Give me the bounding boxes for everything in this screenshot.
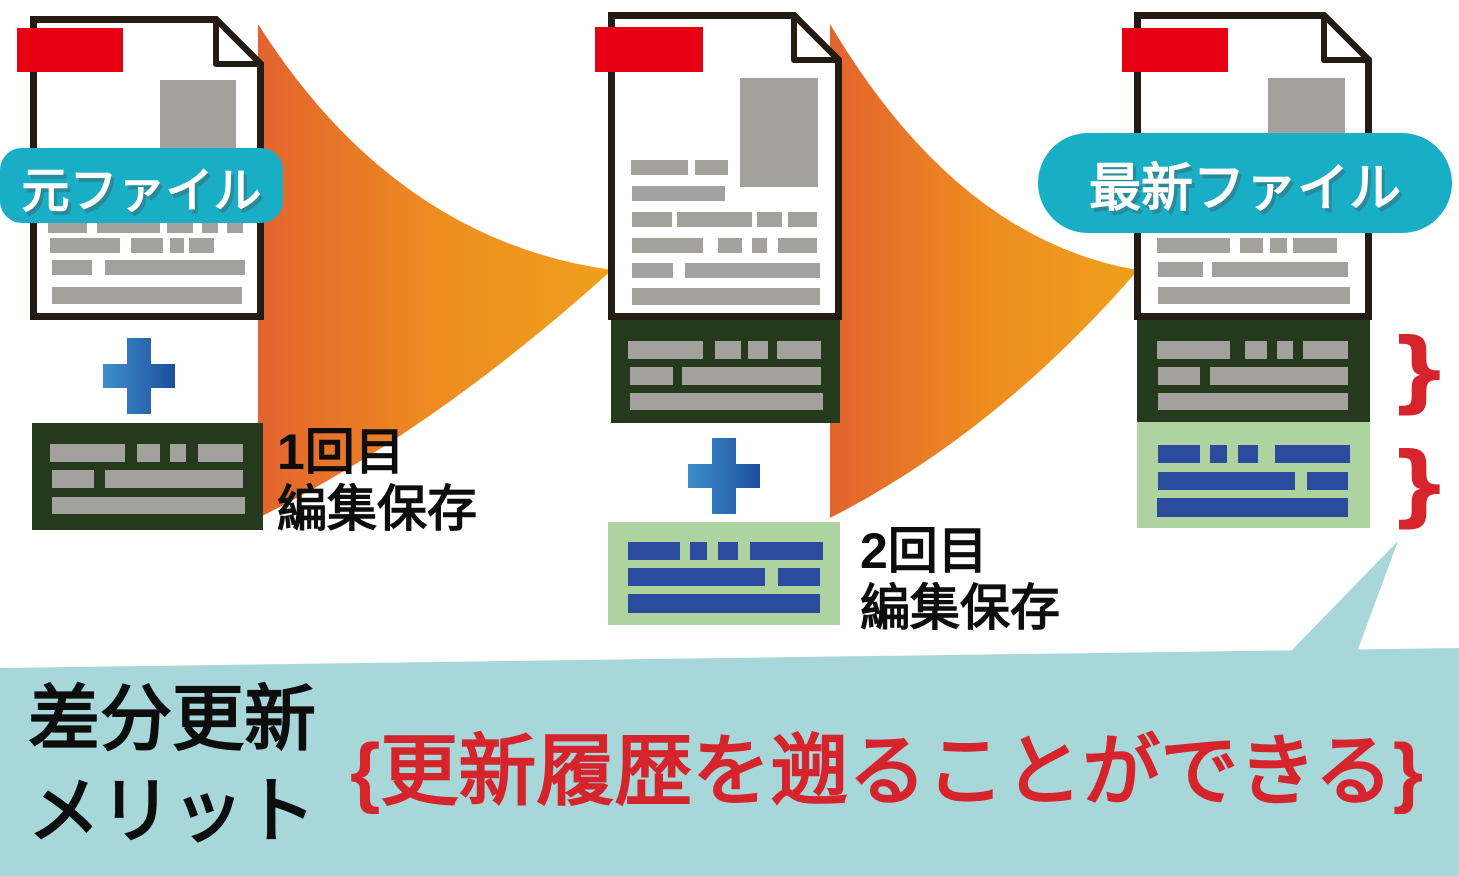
text-line-bar <box>50 238 120 253</box>
original-file-label-text: 元ファイル <box>21 164 262 218</box>
text-line-bar <box>750 542 823 560</box>
brace-icon: } <box>1388 319 1451 422</box>
text-line-bar <box>788 212 817 227</box>
text-line-bar <box>1275 445 1350 463</box>
latest-file-label-text: 最新ファイル <box>1088 159 1401 218</box>
folded-corner-icon <box>1321 12 1372 63</box>
text-line-bar <box>748 341 768 359</box>
text-line-bar <box>131 238 163 253</box>
text-line-bar <box>632 186 725 201</box>
text-line-bar <box>695 160 728 175</box>
text-line-bar <box>105 260 245 275</box>
flow-arrow-icon-1 <box>258 24 612 518</box>
text-line-bar <box>52 287 242 304</box>
text-line-bar <box>690 542 707 560</box>
text-line-bar <box>1158 262 1203 277</box>
text-line-bar <box>715 341 741 359</box>
text-line-bar <box>1303 341 1348 359</box>
text-line-bar <box>1157 341 1230 359</box>
text-line-bar <box>757 212 782 227</box>
text-line-bar <box>52 260 92 275</box>
text-line-bar <box>778 568 820 586</box>
text-line-bar <box>685 263 820 278</box>
text-line-bar <box>677 212 752 227</box>
text-line-bar <box>777 341 821 359</box>
callout-tail <box>1290 541 1398 652</box>
text-line-bar <box>52 497 245 514</box>
plus-icon <box>103 338 175 414</box>
text-line-bar <box>1277 341 1293 359</box>
merit-banner: 差分更新 メリット {更新履歴を遡ることができる} <box>0 648 1459 876</box>
text-line-bar <box>198 444 243 462</box>
red-tab <box>17 28 123 72</box>
text-line-bar <box>1307 472 1348 490</box>
banner-heading-line2: メリット <box>28 772 317 852</box>
banner-heading: 差分更新 メリット <box>28 674 316 858</box>
text-line-bar <box>628 341 703 359</box>
text-line-bar <box>170 444 186 462</box>
text-line-bar <box>170 238 184 253</box>
text-line-bar <box>632 238 703 253</box>
edit-step-2-line1: 2回目 <box>860 523 988 579</box>
text-line-bar <box>628 594 820 613</box>
text-line-bar <box>718 542 738 560</box>
text-line-bar <box>1238 445 1258 463</box>
plus-icon <box>688 438 760 514</box>
text-line-bar <box>682 367 821 385</box>
text-line-bar <box>1270 238 1287 253</box>
text-line-bar <box>137 444 160 462</box>
edit-step-2-line2: 編集保存 <box>860 580 1060 636</box>
edit-step-1-line1: 1回目 <box>277 424 405 480</box>
text-line-bar <box>189 238 214 253</box>
text-line-bar <box>718 238 742 253</box>
banner-heading-line1: 差分更新 <box>28 680 317 760</box>
text-line-bar <box>1158 472 1295 490</box>
text-line-bar <box>1240 238 1263 253</box>
text-line-bar <box>105 470 243 488</box>
edit-step-2-caption: 2回目 編集保存 <box>860 523 1060 637</box>
folded-corner-icon <box>791 12 842 63</box>
text-line-bar <box>52 470 94 488</box>
text-line-bar <box>631 160 688 175</box>
text-line-bar <box>630 367 673 385</box>
text-line-bar <box>1157 498 1348 517</box>
text-line-bar <box>628 542 680 560</box>
edit-step-1-caption: 1回目 編集保存 <box>277 424 477 538</box>
text-line-bar <box>632 212 672 227</box>
text-line-bar <box>778 238 817 253</box>
folded-corner-icon <box>213 16 264 67</box>
text-line-bar <box>1157 238 1230 253</box>
text-line-bar <box>1158 367 1200 385</box>
text-line-bar <box>1293 238 1337 253</box>
edit-step-1-line2: 編集保存 <box>277 481 477 537</box>
brace-icon: } <box>1388 433 1451 536</box>
image-placeholder <box>740 78 818 187</box>
red-tab <box>595 27 703 72</box>
text-line-bar <box>1210 445 1227 463</box>
text-line-bar <box>1158 287 1350 304</box>
text-line-bar <box>1212 262 1348 277</box>
text-line-bar <box>628 568 765 586</box>
text-line-bar <box>50 444 125 462</box>
text-line-bar <box>752 238 767 253</box>
red-tab <box>1122 28 1228 72</box>
text-line-bar <box>1158 393 1348 410</box>
original-file-label: 元ファイル <box>0 148 283 223</box>
text-line-bar <box>630 393 823 410</box>
text-line-bar <box>632 263 673 278</box>
flow-arrow-icon-2 <box>830 24 1138 518</box>
latest-file-label: 最新ファイル <box>1038 133 1452 233</box>
text-line-bar <box>1245 341 1267 359</box>
banner-highlight: {更新履歴を遡ることができる} <box>350 727 1424 815</box>
text-line-bar <box>1158 445 1200 463</box>
text-line-bar <box>632 288 820 305</box>
text-line-bar <box>1210 367 1348 385</box>
